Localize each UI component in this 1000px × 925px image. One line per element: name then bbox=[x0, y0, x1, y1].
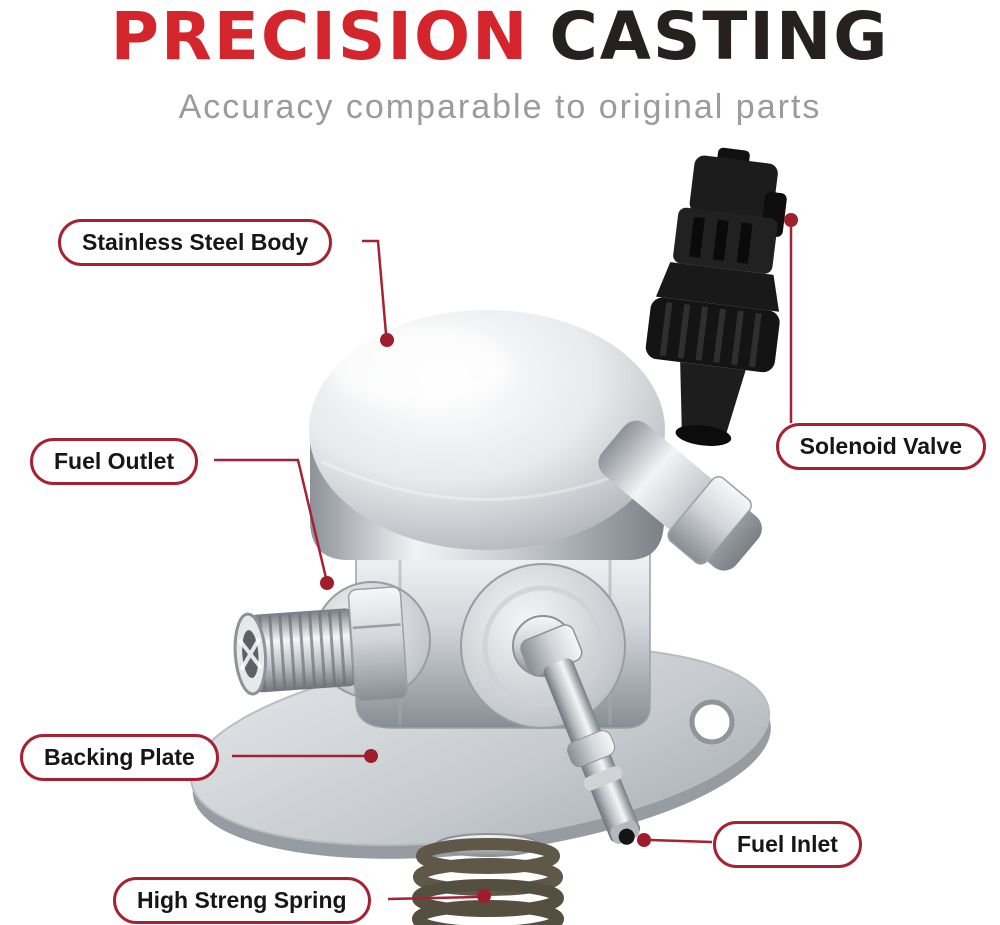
outlet-fitting-graphic bbox=[233, 586, 408, 703]
solenoid-connector-graphic bbox=[645, 147, 787, 446]
callout-dot bbox=[364, 749, 378, 763]
dome-graphic bbox=[309, 310, 665, 560]
callout-dot bbox=[637, 833, 651, 847]
label-high-streng-spring: High Streng Spring bbox=[113, 877, 371, 924]
callout-dot bbox=[477, 889, 491, 903]
plate-hole bbox=[689, 699, 735, 745]
callout-dots bbox=[320, 213, 798, 903]
inlet-tube-graphic bbox=[520, 624, 641, 845]
label-backing-plate: Backing Plate bbox=[20, 734, 219, 781]
label-fuel-inlet: Fuel Inlet bbox=[713, 821, 862, 868]
title-casting: CASTING bbox=[549, 0, 890, 75]
page-subtitle: Accuracy comparable to original parts bbox=[178, 88, 822, 126]
callout-dot bbox=[320, 576, 334, 590]
label-stainless-steel-body: Stainless Steel Body bbox=[58, 219, 333, 266]
callout-lines bbox=[214, 227, 793, 901]
label-solenoid-valve: Solenoid Valve bbox=[775, 423, 986, 470]
callout-dot bbox=[784, 213, 798, 227]
label-fuel-outlet: Fuel Outlet bbox=[30, 438, 199, 485]
spring-graphic bbox=[412, 833, 564, 925]
solenoid-housing-graphic bbox=[598, 420, 762, 571]
title-precision: PRECISION bbox=[110, 0, 530, 75]
callout-dot bbox=[380, 333, 394, 347]
